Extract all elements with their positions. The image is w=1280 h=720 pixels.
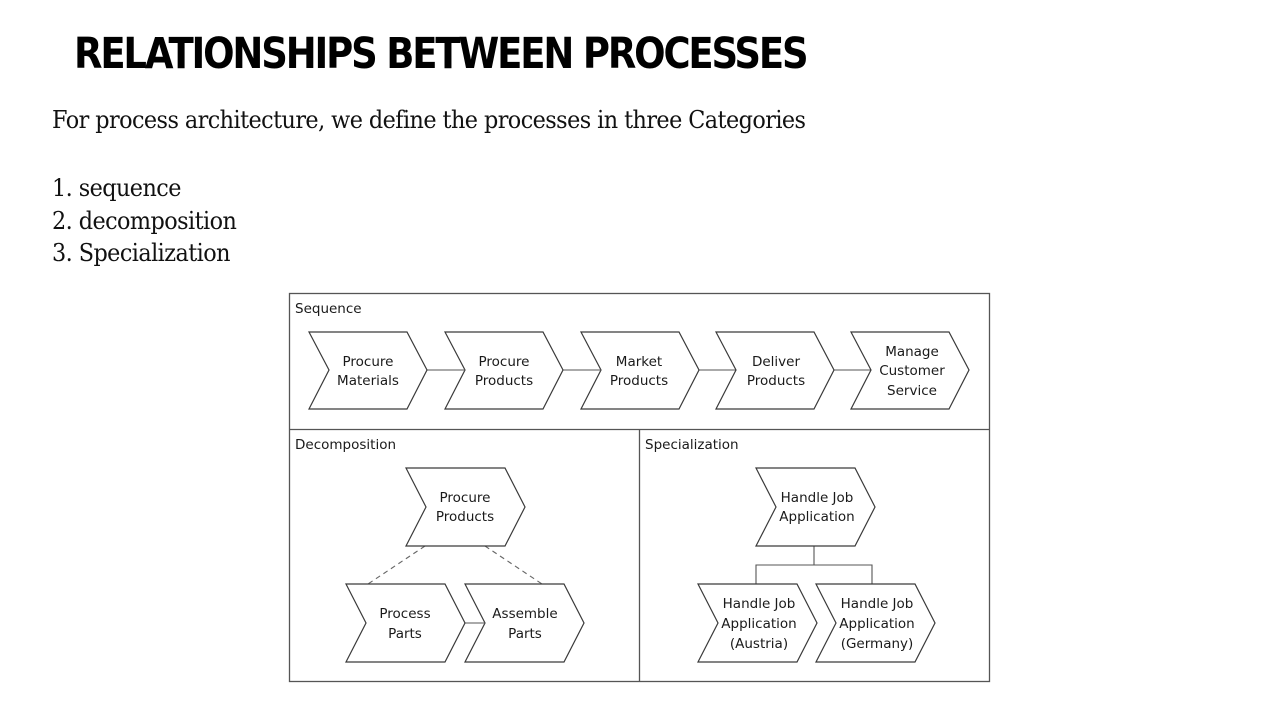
category-item-decomposition: 2. decomposition xyxy=(52,206,237,235)
panel-label-decomposition: Decomposition xyxy=(295,437,396,453)
svg-text:Application: Application xyxy=(779,509,854,525)
svg-text:Application: Application xyxy=(721,616,796,632)
category-list: 1. sequence 2. decomposition 3. Speciali… xyxy=(52,172,237,270)
decomposition-child-process-parts: Process Parts xyxy=(345,583,466,663)
svg-text:Handle Job: Handle Job xyxy=(781,490,854,506)
svg-text:Application: Application xyxy=(839,616,914,632)
svg-text:Service: Service xyxy=(887,383,937,399)
svg-text:Procure: Procure xyxy=(343,354,394,370)
svg-text:Procure: Procure xyxy=(479,354,530,370)
slide-title: RELATIONSHIPS BETWEEN PROCESSES xyxy=(74,29,809,79)
sequence-step-procure-products: Procure Products xyxy=(444,331,564,410)
specialization-child-germany: Handle Job Application (Germany) xyxy=(815,583,936,663)
svg-text:Process: Process xyxy=(379,606,430,622)
category-item-specialization: 3. Specialization xyxy=(52,239,230,267)
sequence-step-market-products: Market Products xyxy=(580,331,700,410)
decomposition-child-assemble-parts: Assemble Parts xyxy=(464,583,585,663)
decomposition-link xyxy=(367,545,426,585)
panel-label-specialization: Specialization xyxy=(645,437,739,453)
sequence-step-procure-materials: Procure Materials xyxy=(308,331,428,410)
svg-text:Products: Products xyxy=(747,373,805,389)
decomposition-parent-procure-products: Procure Products xyxy=(405,467,526,547)
svg-text:(Germany): (Germany) xyxy=(841,636,914,652)
svg-text:Manage: Manage xyxy=(885,344,939,360)
svg-text:Parts: Parts xyxy=(508,626,542,642)
svg-text:(Austria): (Austria) xyxy=(730,636,788,652)
svg-text:Parts: Parts xyxy=(388,626,422,642)
specialization-parent-handle-job-application: Handle Job Application xyxy=(755,467,876,547)
category-item-sequence: 1. sequence xyxy=(52,174,181,202)
svg-text:Handle Job: Handle Job xyxy=(723,596,796,612)
panel-label-sequence: Sequence xyxy=(295,301,362,317)
svg-text:Market: Market xyxy=(616,354,662,370)
sequence-step-manage-customer-service: Manage Customer Service xyxy=(850,331,970,410)
svg-text:Assemble: Assemble xyxy=(492,606,557,622)
specialization-child-austria: Handle Job Application (Austria) xyxy=(697,583,818,663)
svg-text:Materials: Materials xyxy=(337,373,399,389)
svg-text:Products: Products xyxy=(436,509,494,525)
svg-text:Products: Products xyxy=(475,373,533,389)
sequence-step-deliver-products: Deliver Products xyxy=(715,331,835,410)
intro-text: For process architecture, we define the … xyxy=(52,106,806,134)
decomposition-link xyxy=(484,545,543,585)
svg-text:Products: Products xyxy=(610,373,668,389)
svg-text:Procure: Procure xyxy=(440,490,491,506)
svg-text:Handle Job: Handle Job xyxy=(841,596,914,612)
svg-text:Customer: Customer xyxy=(879,363,945,379)
specialization-link xyxy=(755,564,873,584)
svg-text:Deliver: Deliver xyxy=(752,354,800,370)
